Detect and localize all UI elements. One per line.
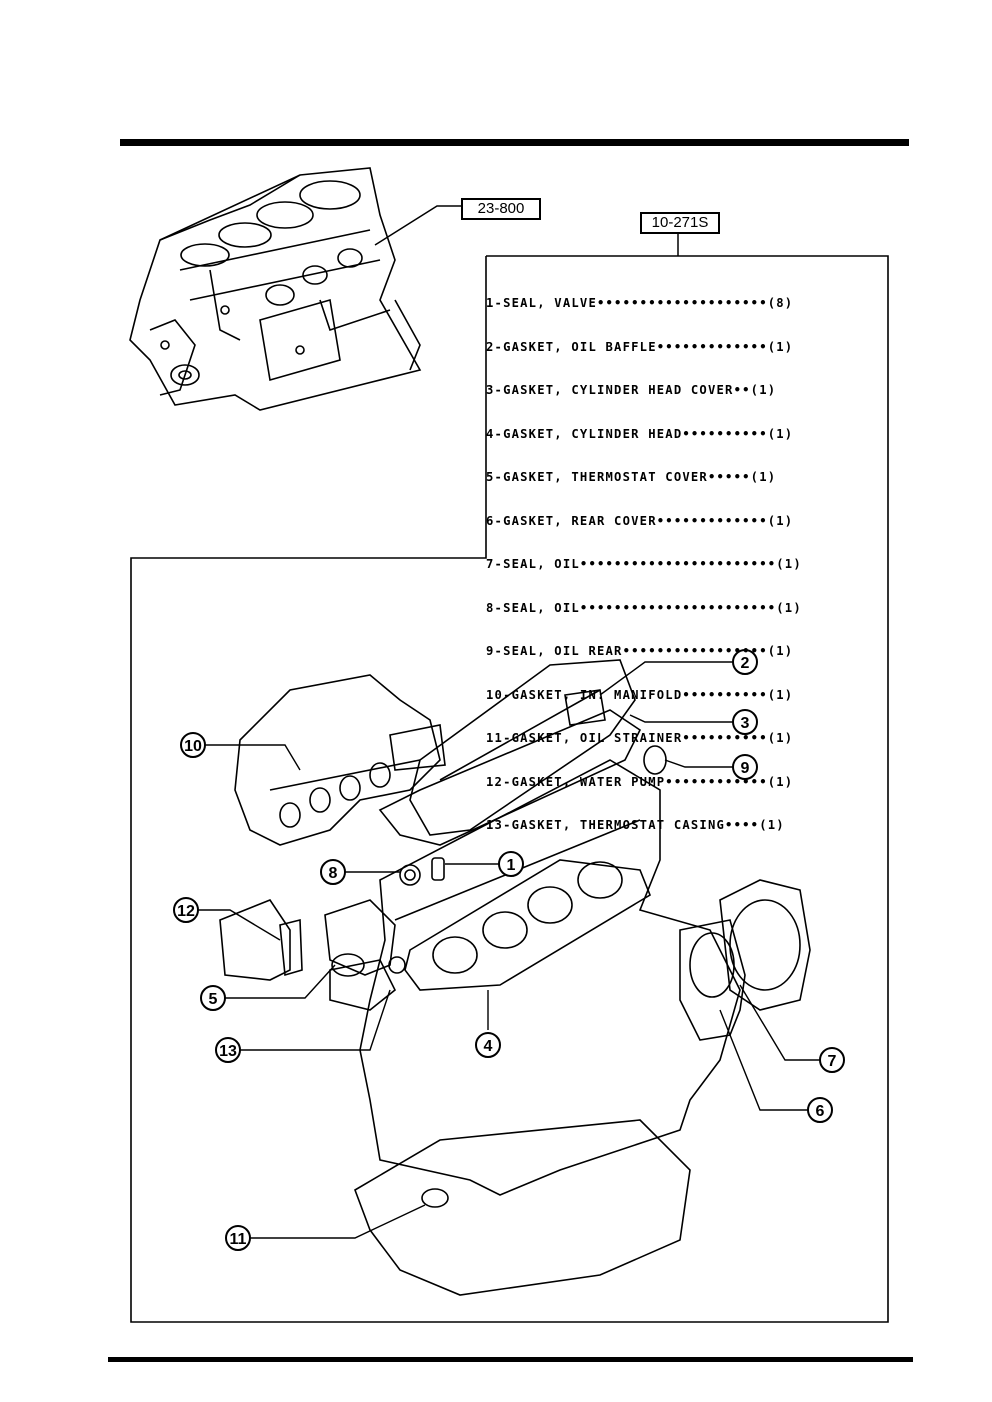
top-rule (120, 139, 909, 146)
kit-frame (130, 255, 889, 1323)
callout-4-label: 4 (484, 1038, 493, 1055)
callout-8[interactable]: 8 (320, 859, 346, 885)
callout-5-label: 5 (209, 991, 218, 1008)
callout-6[interactable]: 6 (807, 1097, 833, 1123)
callout-6-label: 6 (816, 1103, 825, 1120)
callout-7-label: 7 (828, 1053, 837, 1070)
part-line-9: 9-SEAL, OIL REAR•••••••••••••••••(1) (486, 644, 794, 658)
callout-9[interactable]: 9 (732, 754, 758, 780)
callout-1[interactable]: 1 (498, 851, 524, 877)
callout-2[interactable]: 2 (732, 649, 758, 675)
part-line-8: 8-SEAL, OIL•••••••••••••••••••••••(1) (486, 600, 802, 615)
part-line-1: 1-SEAL, VALVE••••••••••••••••••••(8) (486, 296, 794, 310)
callout-leaders (198, 661, 820, 1239)
callout-12[interactable]: 12 (173, 897, 199, 923)
callout-3[interactable]: 3 (732, 709, 758, 735)
part-line-2: 2-GASKET, OIL BAFFLE•••••••••••••(1) (486, 339, 794, 354)
part-line-4: 4-GASKET, CYLINDER HEAD••••••••••(1) (486, 426, 794, 441)
callout-11-label: 11 (230, 1231, 247, 1248)
callout-13-label: 13 (219, 1043, 237, 1060)
block-reference-leader (374, 205, 461, 246)
callout-10[interactable]: 10 (180, 732, 206, 758)
callout-1-label: 1 (507, 857, 516, 874)
engine-exploded-view (219, 659, 811, 1296)
callout-4[interactable]: 4 (475, 1032, 501, 1058)
bottom-rule (108, 1357, 913, 1362)
callout-7[interactable]: 7 (819, 1047, 845, 1073)
part-line-10: 10-GASKET, IN. MANIFOLD••••••••••(1) (486, 687, 794, 702)
callout-3-label: 3 (741, 715, 750, 732)
part-line-7: 7-SEAL, OIL•••••••••••••••••••••••(1) (486, 557, 802, 571)
callout-2-label: 2 (741, 655, 750, 672)
part-line-3: 3-GASKET, CYLINDER HEAD COVER••(1) (486, 383, 777, 397)
callout-10-label: 10 (184, 738, 202, 755)
callout-8-label: 8 (329, 865, 338, 882)
callout-11[interactable]: 11 (225, 1225, 251, 1251)
part-line-11: 11-GASKET, OIL STRAINER••••••••••(1) (486, 731, 794, 745)
part-line-13: 13-GASKET, THERMOSTAT CASING••••(1) (486, 818, 785, 832)
callout-12-label: 12 (177, 903, 195, 920)
callout-9-label: 9 (741, 760, 750, 777)
callout-13[interactable]: 13 (215, 1037, 241, 1063)
cylinder-block-illustration (129, 167, 422, 411)
block-reference-box[interactable]: 23-800 (461, 198, 541, 220)
part-line-5: 5-GASKET, THERMOSTAT COVER•••••(1) (486, 470, 777, 484)
kit-reference-box[interactable]: 10-271S (640, 212, 720, 234)
part-line-6: 6-GASKET, REAR COVER•••••••••••••(1) (486, 513, 794, 528)
callout-5[interactable]: 5 (200, 985, 226, 1011)
part-line-12: 12-GASKET, WATER PUMP••••••••••••(1) (486, 774, 794, 789)
parts-list: 1-SEAL, VALVE••••••••••••••••••••(8) 2-G… (486, 267, 886, 847)
